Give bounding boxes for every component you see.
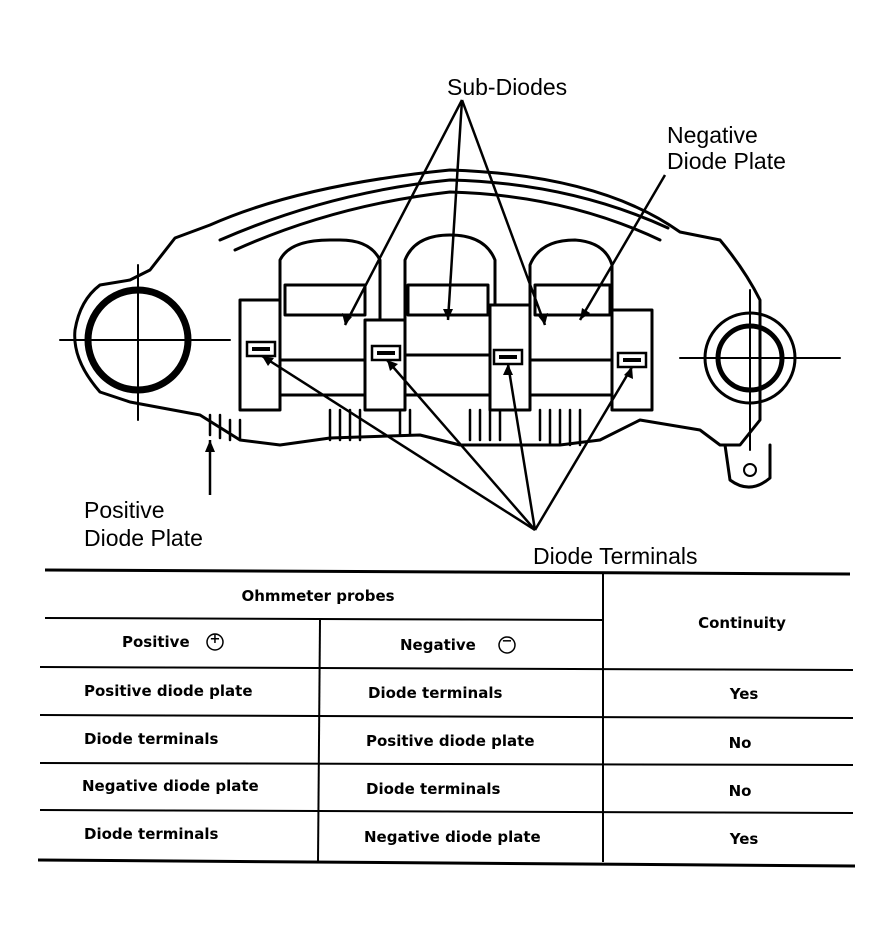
leader-lines — [208, 99, 667, 532]
row4-positive: Diode terminals — [84, 825, 219, 843]
row4-negative: Negative diode plate — [364, 828, 541, 846]
row3-negative: Diode terminals — [366, 780, 501, 798]
table-grid — [37, 568, 856, 868]
col-header-negative: Negative — [400, 636, 476, 654]
table-group-header: Ohmmeter probes — [241, 587, 395, 605]
row1-negative: Diode terminals — [368, 684, 503, 702]
minus-circle — [498, 636, 516, 654]
row2-negative: Positive diode plate — [366, 732, 535, 750]
row3-continuity: No — [728, 782, 752, 800]
col-header-positive: Positive — [122, 633, 190, 651]
positive-plate-label-line1: Positive — [84, 497, 165, 523]
sub-diodes-label: Sub-Diodes — [447, 74, 568, 100]
plus-circle — [206, 633, 224, 651]
row1-continuity: Yes — [729, 685, 759, 703]
row3-positive: Negative diode plate — [82, 777, 259, 795]
diode-block-2 — [363, 318, 407, 412]
rectifier-housing — [73, 168, 762, 447]
diode-block-1 — [238, 298, 282, 412]
row2-continuity: No — [728, 734, 752, 752]
diode-block-3 — [488, 303, 532, 412]
plus-symbol: + — [209, 632, 221, 647]
negative-plate-label-line2: Diode Plate — [667, 148, 786, 174]
positive-plate-label-line2: Diode Plate — [84, 525, 203, 551]
diode-terminals-label: Diode Terminals — [533, 543, 698, 569]
row4-continuity: Yes — [729, 830, 759, 848]
row2-positive: Diode terminals — [84, 730, 219, 748]
minus-symbol: − — [501, 634, 513, 649]
negative-plate-label-line1: Negative — [667, 122, 758, 148]
row1-positive: Positive diode plate — [84, 682, 253, 700]
col-header-continuity: Continuity — [698, 614, 786, 632]
